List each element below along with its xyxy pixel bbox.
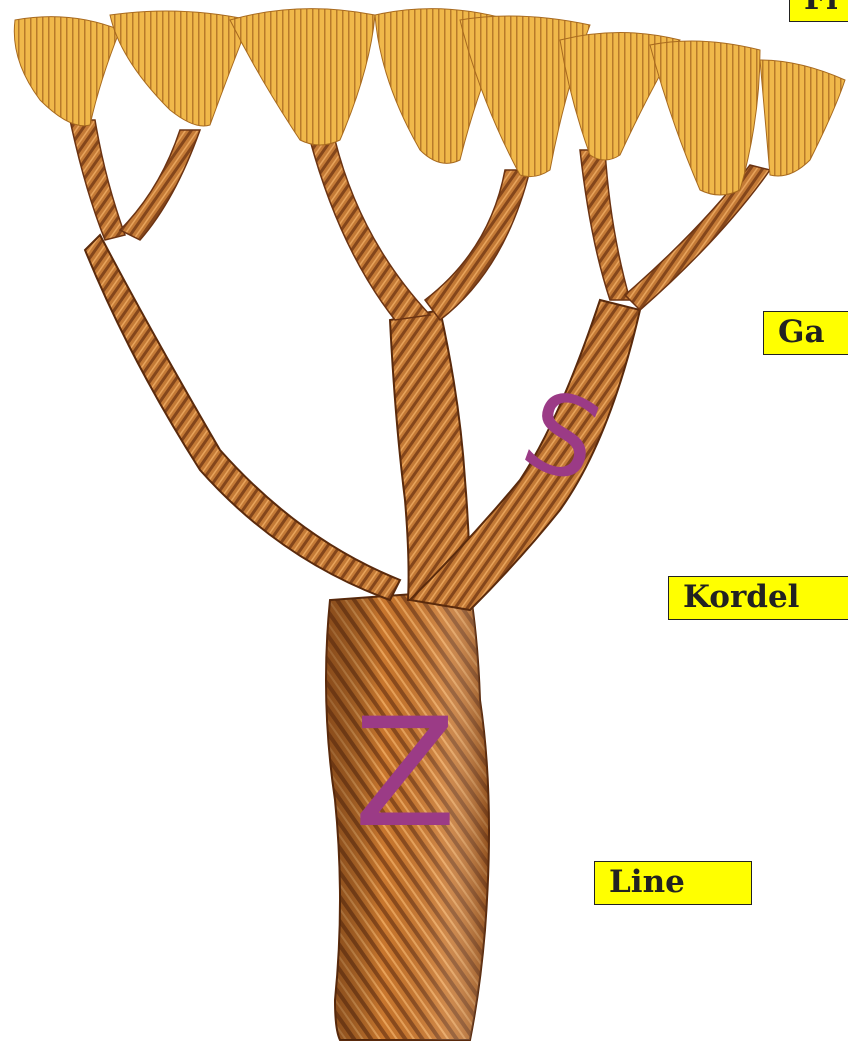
label-kordel: Kordel (668, 576, 848, 620)
fiber-tufts (14, 9, 845, 195)
label-fiber: Fi (789, 0, 848, 22)
label-garn: Ga (763, 311, 848, 355)
z-twist-letter: Z (354, 687, 457, 861)
label-line: Line (594, 861, 752, 905)
